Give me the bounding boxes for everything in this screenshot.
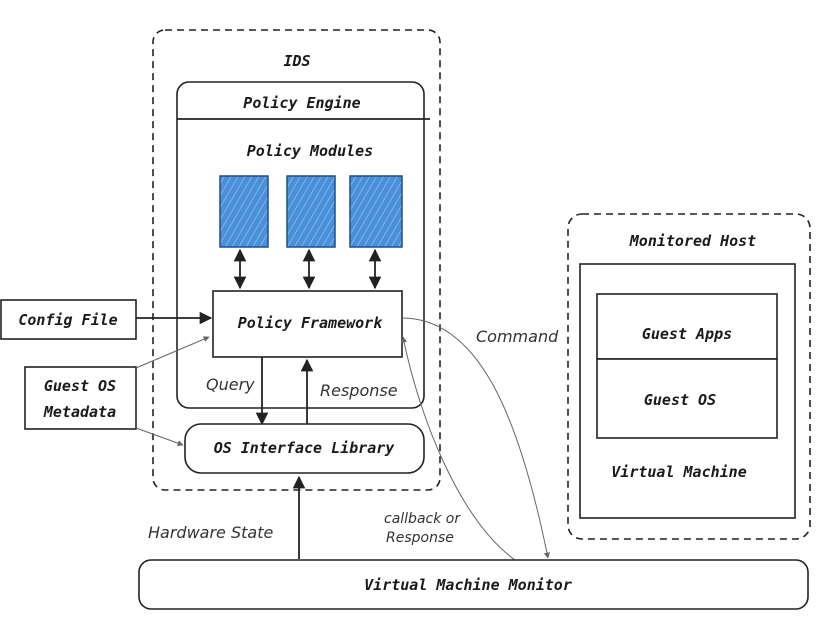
virtual-machine-label: Virtual Machine <box>611 463 746 481</box>
policy-module-3 <box>349 175 403 248</box>
guest-apps-box <box>596 293 778 360</box>
config-file-box <box>0 299 137 340</box>
response-label: Response <box>320 381 398 400</box>
monitored-host-title: Monitored Host <box>629 232 756 250</box>
os-interface-library-box <box>184 423 425 474</box>
metadata-to-framework-line <box>135 336 210 369</box>
command-label: Command <box>476 327 559 346</box>
policy-framework-box <box>212 290 403 358</box>
policy-module-1 <box>219 175 269 248</box>
ids-container <box>152 29 441 491</box>
callback-label-line1: callback or <box>384 511 461 527</box>
policy-engine-title: Policy Engine <box>243 94 360 112</box>
command-curve <box>401 317 550 559</box>
vmm-label: Virtual Machine Monitor <box>364 576 572 594</box>
monitored-host-container <box>567 213 811 540</box>
policy-framework-label: Policy Framework <box>238 314 383 332</box>
query-label: Query <box>206 375 255 394</box>
guest-os-box <box>596 358 778 439</box>
guest-os-label: Guest OS <box>644 391 716 409</box>
vmm-box <box>138 559 809 610</box>
callback-label-line2: Response <box>386 530 454 546</box>
ids-title: IDS <box>283 52 310 70</box>
os-interface-library-label: OS Interface Library <box>214 439 396 457</box>
policy-module-2 <box>286 175 336 248</box>
callback-curve <box>401 336 516 561</box>
guest-os-metadata-line1: Guest OS <box>44 377 116 395</box>
metadata-to-os-interface-line <box>135 427 184 446</box>
guest-os-metadata-box <box>24 366 137 430</box>
hardware-state-label: Hardware State <box>148 523 273 542</box>
policy-modules-title: Policy Modules <box>247 142 373 160</box>
guest-apps-label: Guest Apps <box>642 325 732 343</box>
guest-os-metadata-line2: Metadata <box>43 403 116 421</box>
config-file-label: Config File <box>18 311 117 329</box>
